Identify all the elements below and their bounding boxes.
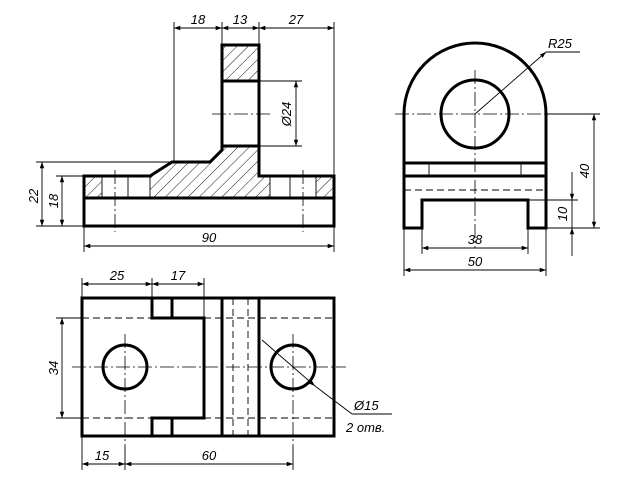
dim-13: 13 [233,12,248,27]
front-hatch-rib-top [222,45,259,81]
front-hatch-left-lug [84,176,102,198]
top-slot-outline [150,298,206,436]
front-hatch-right-lug [316,176,334,198]
top-view: 25 17 34 15 60 Ø15 2 отв. [46,268,392,470]
dim-90: 90 [202,230,217,245]
front-hatch-web [150,146,270,198]
dim-22: 22 [26,188,41,204]
dim-diameter-15: Ø15 [353,398,379,413]
side-view: R25 40 10 38 50 [395,36,600,276]
dim-17: 17 [171,268,186,283]
dim-18-vertical: 18 [46,193,61,208]
dim-25: 25 [109,268,125,283]
dim-34: 34 [46,361,61,375]
dim-50: 50 [468,254,483,269]
dim-r25: R25 [548,36,573,51]
dim-diameter-24: Ø24 [279,102,294,128]
dim-40: 40 [577,163,592,178]
dim-15: 15 [95,448,110,463]
dim-60: 60 [202,448,217,463]
front-view: 18 13 27 Ø24 22 18 90 [26,12,336,252]
dim-10: 10 [555,206,570,221]
dim-27: 27 [288,12,304,27]
dim-38: 38 [468,232,483,247]
dim-18: 18 [191,12,206,27]
holes-note: 2 отв. [345,420,385,435]
front-base-plate [82,196,336,228]
